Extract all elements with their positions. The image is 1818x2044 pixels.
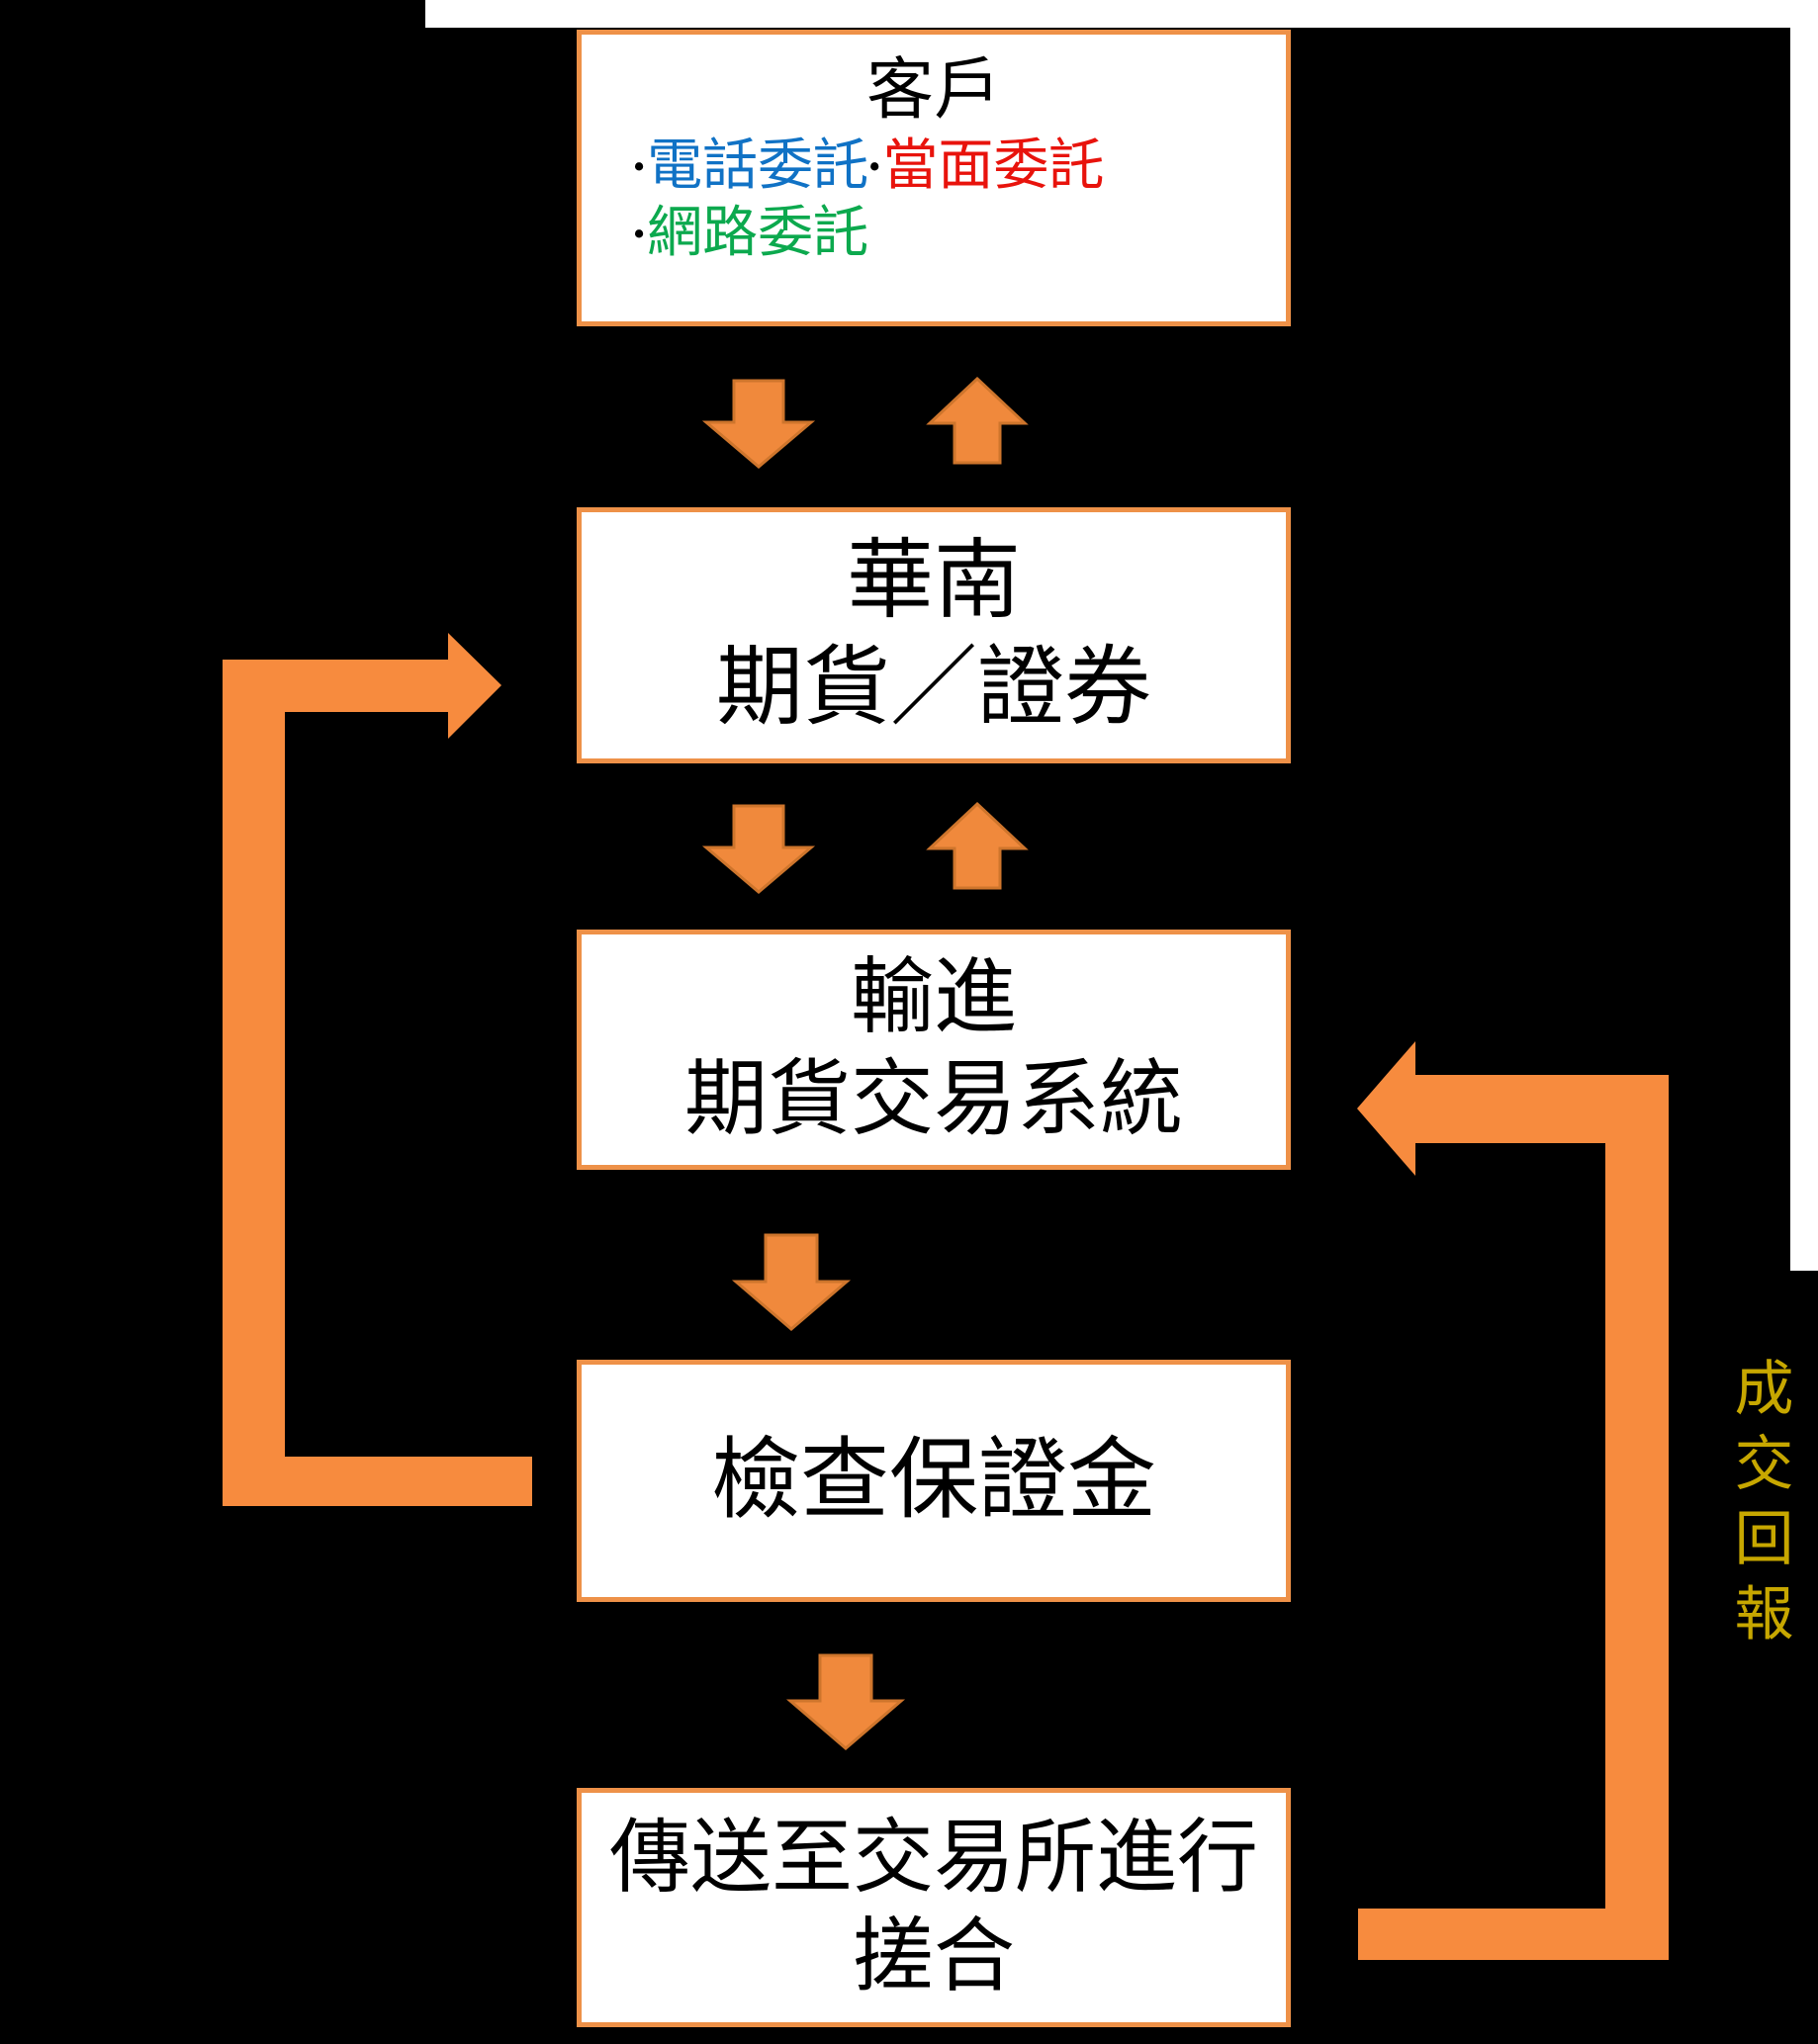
customer-box-title: 客戶 [865,52,1001,128]
order-channel-internet: •網路委託 [633,203,868,264]
feedback-loop-left-margin-to-huanan [223,633,532,1506]
bullet-icon: • [633,215,646,254]
huanan-box-line-1: 華南 [846,534,1021,631]
flow-box-customer: 客戶 •電話委託•當面委託 •網路委託 [577,30,1291,326]
flow-box-exchange-matching: 傳送至交易所進行 搓合 [577,1788,1291,2027]
order-channel-inperson: •當面委託 [868,135,1104,197]
order-channel-line-2: •網路委託 [633,200,1286,267]
arrow-down-huanan-to-input [701,804,816,894]
arrow-up-huanan-to-customer [926,376,1029,465]
order-channel-phone: •電話委託 [633,135,868,197]
exchange-box-line-1: 傳送至交易所進行 [608,1812,1258,1903]
trade-report-label: 成交回報 [1726,1357,1791,1657]
bullet-icon: • [633,146,646,186]
order-channel-phone-label: 電話委託 [647,135,869,197]
customer-order-channels: •電話委託•當面委託 •網路委託 [582,133,1286,268]
feedback-loop-right-exchange-to-input [1357,1041,1669,1960]
huanan-box-line-2: 期貨／證券 [715,640,1151,737]
order-channel-line-1: •電話委託•當面委託 [633,133,1286,200]
input-box-line-2: 期貨交易系統 [683,1053,1183,1146]
arrow-down-input-to-margin [731,1233,852,1331]
flow-box-margin-check: 檢查保證金 [577,1360,1291,1602]
slide-background-right-strip [1790,0,1818,1271]
exchange-box-line-2: 搓合 [852,1911,1015,2001]
flow-box-input-system: 輸進 期貨交易系統 [577,930,1291,1170]
input-box-line-1: 輸進 [850,952,1017,1045]
order-channel-internet-label: 網路委託 [647,203,869,265]
flow-box-huanan: 華南 期貨／證券 [577,507,1291,763]
order-channel-inperson-label: 當面委託 [882,135,1105,197]
arrow-down-margin-to-exchange [785,1653,906,1750]
slide-background-top-strip [425,0,1818,28]
arrow-up-input-to-huanan [926,801,1029,890]
bullet-icon: • [868,146,881,186]
margin-box-line-1: 檢查保證金 [711,1431,1156,1530]
arrow-down-customer-to-huanan [701,379,816,469]
